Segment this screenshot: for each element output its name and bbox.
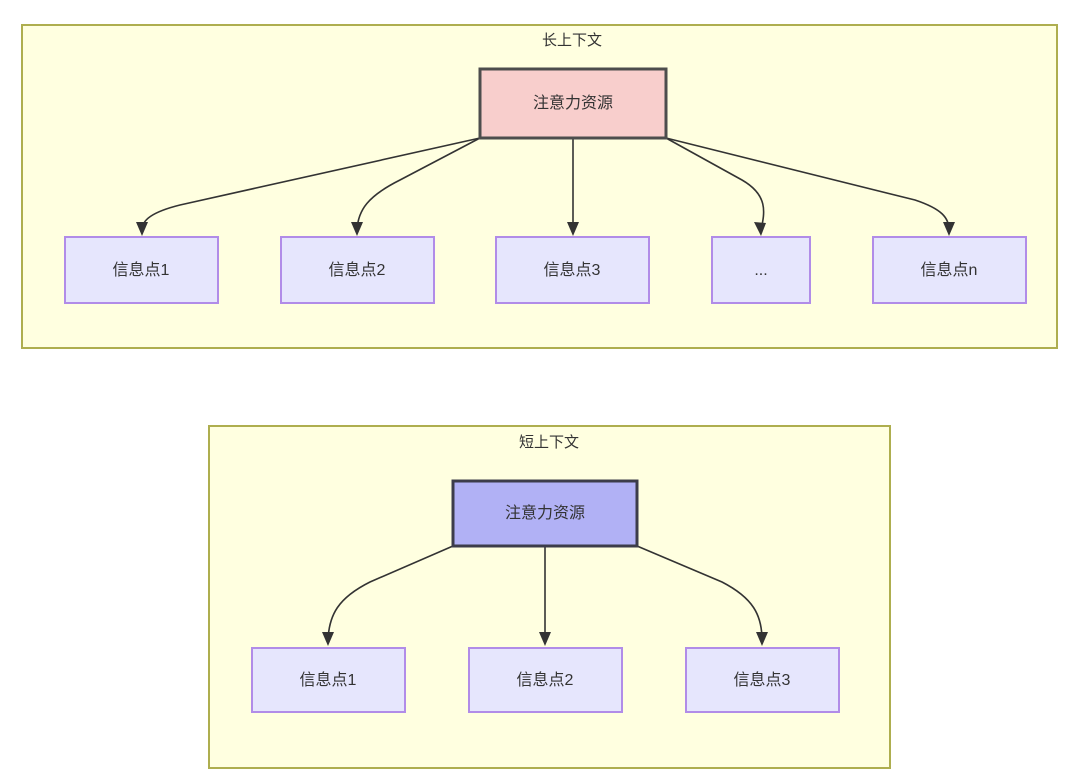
node-root-short-context-label: 注意力资源 <box>505 503 585 522</box>
arrowhead-leaf-1 <box>136 222 148 236</box>
node-leaf-long-3-label: 信息点3 <box>544 261 601 279</box>
node-leaf-short-1-label: 信息点1 <box>300 671 357 689</box>
node-leaf-long-1-rect[interactable] <box>64 236 219 304</box>
node-leaf-short-1[interactable]: 信息点1 <box>251 647 406 713</box>
edges-short-context <box>322 545 768 646</box>
group-title-long-context: 长上下文 <box>542 32 602 49</box>
edge-short-root-to-leaf-3 <box>636 545 763 641</box>
node-leaf-short-1-rect[interactable] <box>251 647 406 713</box>
node-leaf-long-n[interactable]: 信息点n <box>872 236 1027 304</box>
arrowhead-short-leaf-1 <box>322 632 334 646</box>
arrowhead-leaf-3 <box>567 222 579 236</box>
node-leaf-long-ellipsis-label: ... <box>754 262 767 279</box>
node-leaf-short-3-rect[interactable] <box>685 647 840 713</box>
node-leaf-short-3-label: 信息点3 <box>734 671 791 689</box>
node-leaf-short-2-label: 信息点2 <box>517 671 574 689</box>
node-leaf-long-2-label: 信息点2 <box>329 261 386 279</box>
node-leaf-long-n-rect[interactable] <box>872 236 1027 304</box>
node-leaf-long-3[interactable]: 信息点3 <box>495 236 650 304</box>
group-title-short-context: 短上下文 <box>519 434 579 451</box>
node-leaf-short-3[interactable]: 信息点3 <box>685 647 840 713</box>
node-leaf-long-1-label: 信息点1 <box>113 261 170 279</box>
node-leaf-long-ellipsis-rect[interactable] <box>711 236 811 304</box>
node-leaf-long-n-label: 信息点n <box>921 261 978 279</box>
node-leaf-long-2-rect[interactable] <box>280 236 435 304</box>
arrowhead-leaf-n <box>943 222 955 236</box>
arrowhead-short-leaf-3 <box>756 632 768 646</box>
node-root-long-context-rect[interactable] <box>478 67 668 140</box>
edges-long-context <box>136 137 955 236</box>
node-root-short-context[interactable]: 注意力资源 <box>451 479 639 548</box>
group-short-context: 短上下文 注意力资源 信息点1 信息点2 <box>208 425 891 769</box>
group-long-context: 长上下文 注意力资源 信息 <box>21 24 1058 349</box>
node-leaf-short-2[interactable]: 信息点2 <box>468 647 623 713</box>
arrowhead-leaf-2 <box>351 222 363 236</box>
node-leaf-short-2-rect[interactable] <box>468 647 623 713</box>
node-leaf-long-3-rect[interactable] <box>495 236 650 304</box>
node-root-short-context-rect[interactable] <box>451 479 639 548</box>
node-root-long-context-label: 注意力资源 <box>533 93 613 112</box>
node-leaf-long-2[interactable]: 信息点2 <box>280 236 435 304</box>
arrowhead-leaf-dots <box>754 222 766 236</box>
node-leaf-long-ellipsis[interactable]: ... <box>711 236 811 304</box>
edge-short-root-to-leaf-1 <box>327 545 454 641</box>
arrowhead-short-leaf-2 <box>539 632 551 646</box>
node-root-long-context[interactable]: 注意力资源 <box>478 67 668 140</box>
group-container-short-context <box>208 425 891 769</box>
node-leaf-long-1[interactable]: 信息点1 <box>64 236 219 304</box>
